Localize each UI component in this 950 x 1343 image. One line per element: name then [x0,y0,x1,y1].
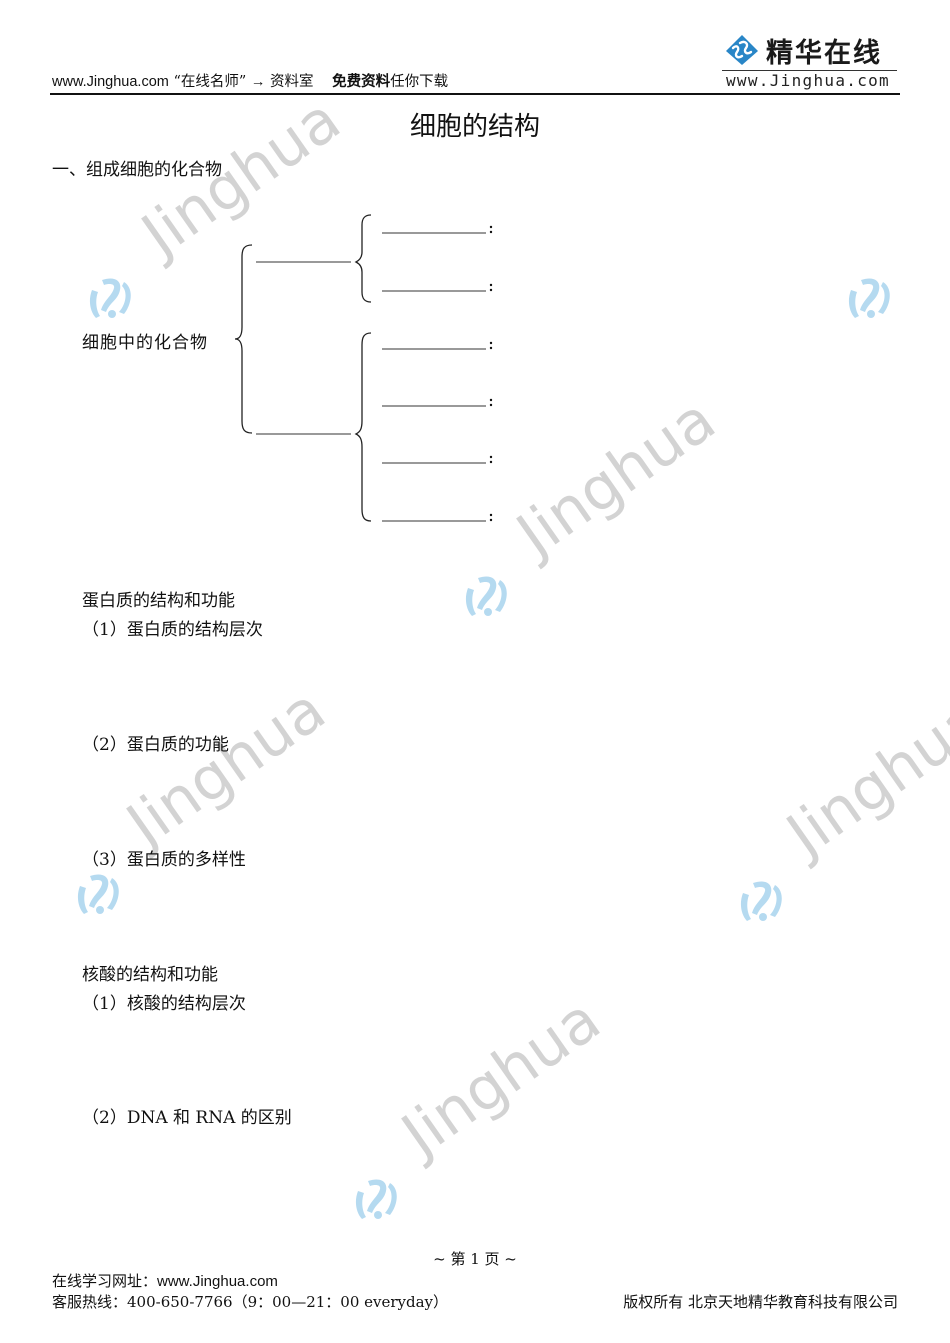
page-number: ~ 第 1 页 ~ [433,1250,517,1268]
watermark-logo-icon [740,881,782,921]
watermark-logo-icon [465,576,507,616]
jinghua-logo-icon [726,35,758,65]
watermark-text: Jinghua [504,384,728,570]
footer-copyright: 版权所有 北京天地精华教育科技有限公司 [623,1293,898,1311]
nucleic-heading: 核酸的结构和功能 [82,965,218,985]
nucleic-item: （1）核酸的结构层次 [82,994,246,1014]
logo-url: www.Jinghua.com [726,71,890,90]
footer-site-link[interactable]: www.Jinghua.com [157,1273,278,1290]
nucleic-item: （2）DNA 和 RNA 的区别 [82,1108,292,1128]
header-quote: “在线名师” [173,74,247,90]
protein-item: （1）蛋白质的结构层次 [82,620,263,640]
diagram-root-label: 细胞中的化合物 [82,333,208,353]
watermark-text: Jinghua [774,684,950,870]
header-rule [50,93,900,95]
watermark-logo-icon [848,278,890,318]
watermark-text: Jinghua [114,674,338,860]
footer-site-label: 在线学习网址： [52,1272,158,1290]
page-title: 细胞的结构 [409,112,540,142]
header-room: 资料室 [270,74,314,90]
footer-hotline: 客服热线：400-650-7766（9：00—21：00 everyday） [52,1293,449,1311]
watermark-logo-icon [355,1179,397,1219]
footer-site: 在线学习网址：www.Jinghua.com [52,1270,278,1291]
watermark-logo-icon [77,874,119,914]
root-brace [234,244,253,434]
protein-item: （3）蛋白质的多样性 [82,850,246,870]
arrow-icon: → [250,74,266,90]
brace-2 [354,332,372,522]
bracket-diagram [234,214,493,522]
brace-1 [354,214,372,303]
protein-heading: 蛋白质的结构和功能 [82,591,235,611]
section-heading: 一、组成细胞的化合物 [52,160,222,180]
header-free-rest: 任你下载 [390,74,449,90]
watermark-logo-icon [89,278,131,318]
watermark-text: Jinghua [389,984,613,1170]
header-free-bold: 免费资料 [332,73,391,90]
logo-divider [722,70,897,71]
logo-chinese-name: 精华在线 [766,38,882,69]
brand-logo: 精华在线 www.Jinghua.com [722,30,900,92]
header-site-link[interactable]: www.Jinghua.com [52,74,169,90]
header-tagline: www.Jinghua.com “在线名师” → 资料室 免费资料任你下载 [52,70,448,91]
protein-item: （2）蛋白质的功能 [82,735,229,755]
